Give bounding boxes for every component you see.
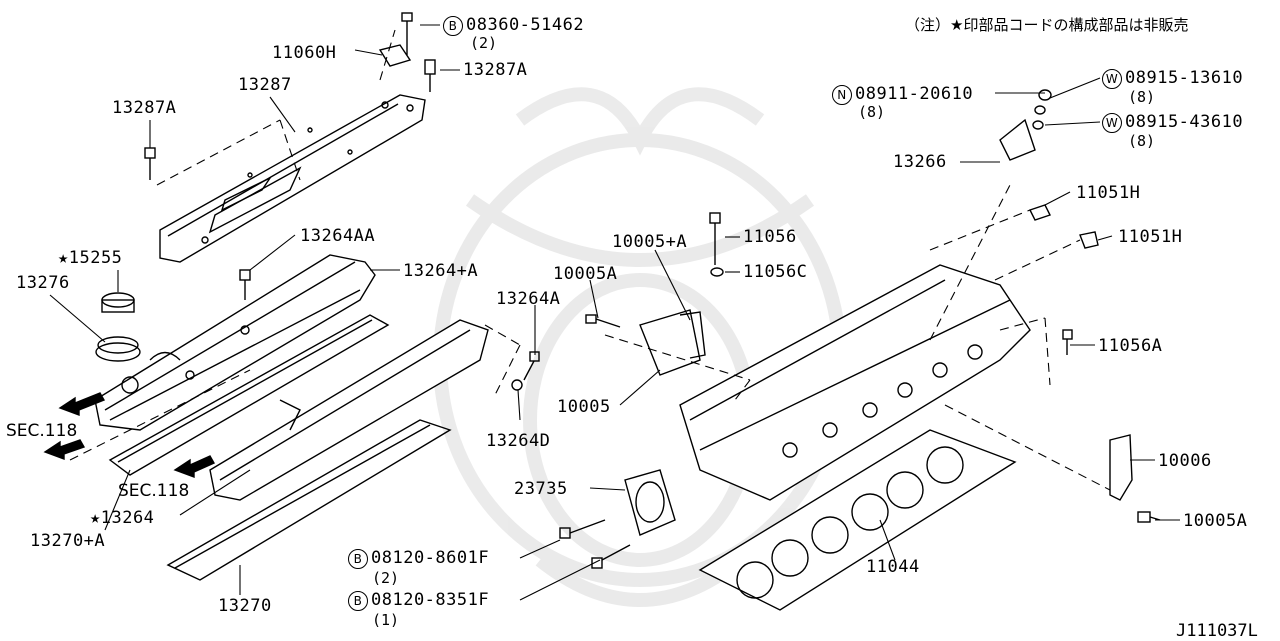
leader-lines — [49, 24, 1180, 601]
w-prefix-icon: W — [1102, 69, 1122, 89]
label-13287: 13287 — [238, 75, 292, 95]
label-11044: 11044 — [866, 557, 920, 577]
label-13266: 13266 — [893, 152, 947, 172]
label-13264D: 13264D — [486, 431, 551, 451]
label-10005A-mid: 10005A — [553, 264, 618, 284]
label-11060H: 11060H — [272, 43, 337, 63]
w-prefix-icon: W — [1102, 113, 1122, 133]
n-prefix-icon: N — [832, 85, 852, 105]
b-prefix-icon: B — [348, 549, 368, 569]
qty-13610: (8) — [1128, 88, 1156, 106]
dashed-assembly-lines — [69, 29, 1111, 491]
rocker-cover-left — [209, 319, 489, 501]
label-13270: 13270 — [218, 596, 272, 616]
qty-43610: (8) — [1128, 132, 1156, 150]
fasteners — [511, 314, 1161, 569]
label-sec118-left: SEC.118 — [6, 421, 78, 441]
label-13264-star: ★13264 — [90, 508, 155, 528]
cylinder-head — [679, 264, 1031, 501]
label-13264AA: 13264AA — [300, 226, 376, 246]
rocker-cover-gasket-a — [108, 314, 390, 476]
head-gasket — [698, 429, 1017, 611]
oil-filler-cap — [95, 292, 141, 362]
qty-8351: (1) — [372, 611, 400, 629]
label-10006: 10006 — [1158, 451, 1212, 471]
b-prefix-icon: B — [348, 591, 368, 611]
rocker-cover-top — [159, 94, 426, 263]
qty-8601: (2) — [372, 569, 400, 587]
label-13276: 13276 — [16, 273, 70, 293]
label-11056: 11056 — [743, 227, 797, 247]
rear-bracket — [1109, 434, 1133, 501]
footnote: （注）★印部品コードの構成部品は非販売 — [905, 16, 1189, 34]
b-prefix-icon: B — [443, 16, 463, 36]
label-13264A: 13264A — [496, 289, 561, 309]
label-13287A-top: 13287A — [463, 60, 528, 80]
label-13287A-left: 13287A — [112, 98, 177, 118]
rocker-cover-right — [94, 254, 376, 431]
seal-housing — [624, 469, 676, 536]
label-10005-plus-A: 10005+A — [612, 232, 688, 252]
label-11056C: 11056C — [743, 262, 808, 282]
label-10005: 10005 — [557, 397, 611, 417]
lifting-bracket — [999, 89, 1052, 161]
rocker-cover-gasket-b — [166, 419, 452, 581]
label-11051H-a: 11051H — [1076, 183, 1141, 203]
arrow-icons — [43, 392, 215, 479]
label-10005A-right: 10005A — [1183, 511, 1248, 531]
qty-08911: (8) — [858, 103, 886, 121]
hanger-pieces — [1029, 204, 1099, 249]
label-15255: ★15255 — [58, 248, 123, 268]
stud-11056 — [709, 212, 724, 277]
label-11051H-b: 11051H — [1118, 227, 1183, 247]
engine-bracket — [639, 309, 706, 376]
qty-08360: (2) — [470, 34, 498, 52]
label-13264-plus-A: 13264+A — [403, 261, 479, 281]
label-sec118-mid: SEC.118 — [118, 481, 190, 501]
diagram-code: J111037L — [1176, 621, 1258, 641]
label-23735: 23735 — [514, 479, 568, 499]
bolt-top — [144, 12, 436, 180]
label-11056A: 11056A — [1098, 336, 1163, 356]
label-13270-plus-A: 13270+A — [30, 531, 106, 551]
